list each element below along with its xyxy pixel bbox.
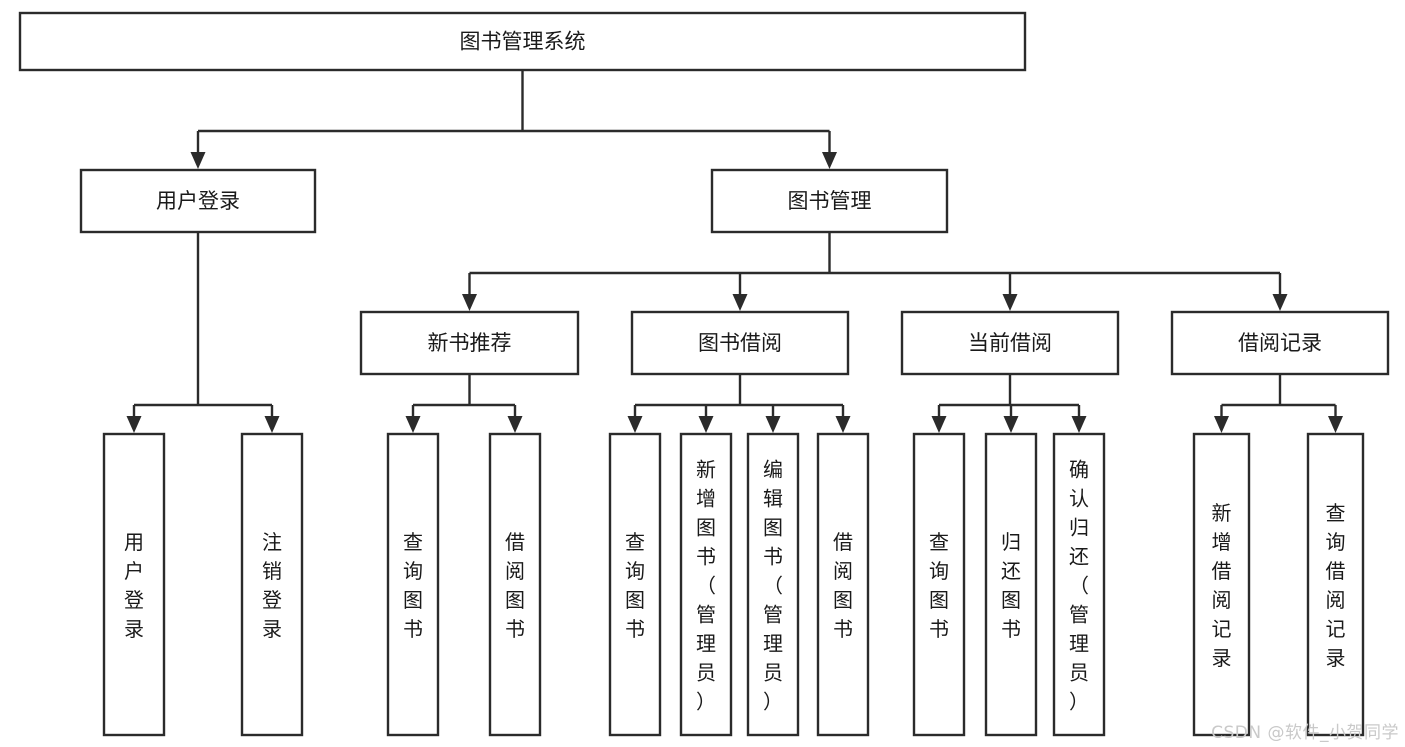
node-leaf-query-book-current-label: 查询图书 bbox=[929, 530, 949, 641]
connectors-layer bbox=[126, 70, 1343, 433]
node-leaf-query-book-current[interactable]: 查询图书 bbox=[912, 432, 966, 737]
node-borrow-record-box[interactable] bbox=[1170, 310, 1390, 376]
node-leaf-add-borrow-record-label: 新增借阅记录 bbox=[1212, 501, 1232, 670]
node-leaf-user-login-label: 用户登录 bbox=[124, 530, 144, 641]
node-leaf-borrow-book-box[interactable] bbox=[816, 432, 870, 737]
node-leaf-query-book-borrow[interactable]: 查询图书 bbox=[608, 432, 662, 737]
arrow-head-icon bbox=[405, 416, 421, 433]
node-leaf-logout-login-box[interactable] bbox=[240, 432, 304, 737]
node-leaf-query-borrow-record[interactable]: 查询借阅记录 bbox=[1306, 432, 1365, 737]
arrow-head-icon bbox=[1214, 416, 1229, 433]
node-book-borrow-box[interactable] bbox=[630, 310, 850, 376]
watermark-label: CSDN @软件_小贺同学 bbox=[1211, 723, 1399, 743]
arrow-head-icon bbox=[126, 416, 142, 433]
node-leaf-add-borrow-record[interactable]: 新增借阅记录 bbox=[1192, 432, 1251, 737]
node-leaf-confirm-return-admin[interactable]: 确认归还（管理员） bbox=[1052, 432, 1106, 737]
node-leaf-user-login-box[interactable] bbox=[102, 432, 166, 737]
node-leaf-query-borrow-record-box[interactable] bbox=[1306, 432, 1365, 737]
arrow-head-icon bbox=[190, 152, 206, 169]
node-leaf-query-book-rec-box[interactable] bbox=[386, 432, 440, 737]
node-user-login-box[interactable] bbox=[79, 168, 317, 234]
arrow-head-icon bbox=[1071, 416, 1087, 433]
node-leaf-borrow-book[interactable]: 借阅图书 bbox=[816, 432, 870, 737]
node-book-manage-box[interactable] bbox=[710, 168, 949, 234]
node-borrow-record-label: 借阅记录 bbox=[1238, 331, 1322, 355]
node-root-system-label: 图书管理系统 bbox=[460, 30, 586, 54]
node-leaf-edit-book-admin-label: 编辑图书（管理员） bbox=[763, 458, 783, 714]
node-leaf-borrow-book-label: 借阅图书 bbox=[833, 530, 853, 641]
node-leaf-borrow-book-rec[interactable]: 借阅图书 bbox=[488, 432, 542, 737]
node-leaf-query-borrow-record-label: 查询借阅记录 bbox=[1326, 501, 1346, 670]
arrow-head-icon bbox=[462, 294, 477, 311]
node-leaf-return-book-label: 归还图书 bbox=[1001, 530, 1021, 641]
node-leaf-borrow-book-rec-box[interactable] bbox=[488, 432, 542, 737]
node-leaf-add-book-admin[interactable]: 新增图书（管理员） bbox=[679, 432, 733, 737]
node-new-book-recommend-box[interactable] bbox=[359, 310, 580, 376]
node-leaf-add-book-admin-box[interactable] bbox=[679, 432, 733, 737]
node-current-borrow[interactable]: 当前借阅 bbox=[900, 310, 1120, 376]
node-user-login[interactable]: 用户登录 bbox=[79, 168, 317, 234]
node-leaf-add-book-admin-label: 新增图书（管理员） bbox=[696, 458, 716, 714]
node-book-manage-label: 图书管理 bbox=[788, 189, 872, 213]
node-book-manage[interactable]: 图书管理 bbox=[710, 168, 949, 234]
node-new-book-recommend-label: 新书推荐 bbox=[428, 331, 512, 355]
node-leaf-query-book-rec-label: 查询图书 bbox=[403, 530, 423, 641]
node-leaf-query-book-rec[interactable]: 查询图书 bbox=[386, 432, 440, 737]
node-leaf-query-book-current-box[interactable] bbox=[912, 432, 966, 737]
node-new-book-recommend[interactable]: 新书推荐 bbox=[359, 310, 580, 376]
node-root-system-box[interactable] bbox=[18, 11, 1027, 72]
node-leaf-query-book-borrow-label: 查询图书 bbox=[625, 530, 645, 641]
arrow-head-icon bbox=[1003, 416, 1019, 433]
node-leaf-query-book-borrow-box[interactable] bbox=[608, 432, 662, 737]
arrow-head-icon bbox=[1002, 294, 1018, 311]
arrow-head-icon bbox=[264, 416, 280, 433]
node-book-borrow-label: 图书借阅 bbox=[698, 331, 782, 355]
node-leaf-confirm-return-admin-label: 确认归还（管理员） bbox=[1069, 458, 1089, 714]
node-leaf-borrow-book-rec-label: 借阅图书 bbox=[505, 530, 525, 641]
node-leaf-user-login[interactable]: 用户登录 bbox=[102, 432, 166, 737]
arrow-head-icon bbox=[931, 416, 947, 433]
node-leaf-edit-book-admin[interactable]: 编辑图书（管理员） bbox=[746, 432, 800, 737]
node-book-borrow[interactable]: 图书借阅 bbox=[630, 310, 850, 376]
node-current-borrow-label: 当前借阅 bbox=[968, 331, 1052, 355]
arrow-head-icon bbox=[835, 416, 851, 433]
node-user-login-label: 用户登录 bbox=[156, 189, 240, 213]
arrow-head-icon bbox=[627, 416, 643, 433]
node-current-borrow-box[interactable] bbox=[900, 310, 1120, 376]
node-leaf-add-borrow-record-box[interactable] bbox=[1192, 432, 1251, 737]
node-leaf-return-book-box[interactable] bbox=[984, 432, 1038, 737]
arrow-head-icon bbox=[822, 152, 837, 169]
node-leaf-confirm-return-admin-box[interactable] bbox=[1052, 432, 1106, 737]
node-leaf-edit-book-admin-box[interactable] bbox=[746, 432, 800, 737]
node-borrow-record[interactable]: 借阅记录 bbox=[1170, 310, 1390, 376]
arrow-head-icon bbox=[507, 416, 523, 433]
node-leaf-logout-login-label: 注销登录 bbox=[262, 530, 282, 641]
node-leaf-return-book[interactable]: 归还图书 bbox=[984, 432, 1038, 737]
arrow-head-icon bbox=[1328, 416, 1343, 433]
arrow-head-icon bbox=[1272, 294, 1288, 311]
arrow-head-icon bbox=[698, 416, 714, 433]
node-leaf-logout-login[interactable]: 注销登录 bbox=[240, 432, 304, 737]
arrow-head-icon bbox=[765, 416, 781, 433]
nodes-layer: 图书管理系统用户登录图书管理新书推荐图书借阅当前借阅借阅记录用户登录注销登录查询… bbox=[18, 11, 1390, 737]
node-root-system[interactable]: 图书管理系统 bbox=[18, 11, 1027, 72]
arrow-head-icon bbox=[732, 294, 748, 311]
